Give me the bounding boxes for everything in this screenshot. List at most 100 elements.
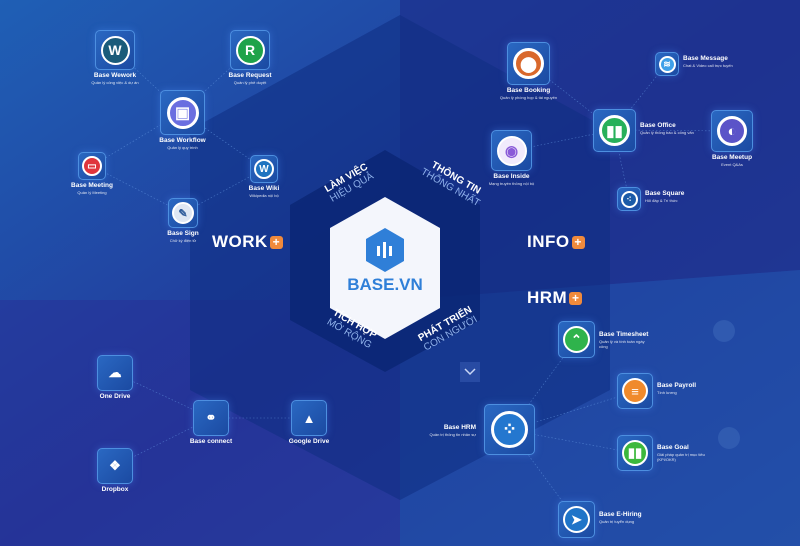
meeting-icon: ▭ [82, 156, 102, 176]
scroll-down-button [460, 362, 480, 382]
workflow-icon: ▣ [166, 96, 199, 129]
group-hrm: HRM+ [527, 288, 583, 308]
group-hrm-label: HRM [527, 288, 568, 307]
app-description: Quản lý phê duyệt [233, 80, 267, 86]
app-description: Mạng truyền thông nội bộ [488, 181, 535, 187]
app-description: Wikipedia nội bộ [249, 193, 279, 199]
app-tile-connect[interactable]: ⚭ [193, 400, 229, 436]
plus-icon: + [569, 291, 583, 305]
app-tile-request[interactable]: R [230, 30, 270, 70]
group-info: INFO+ [527, 232, 585, 252]
app-name: Base Sign [167, 230, 199, 237]
app-tile-wiki[interactable]: W [250, 155, 278, 183]
app-name: Base Goal [657, 444, 689, 451]
app-description: Quản lý quy trình [167, 145, 198, 151]
location-pin-icon: ⬤ [513, 48, 544, 79]
app-label-dropbox[interactable]: Dropbox [102, 486, 129, 494]
plus-icon: + [571, 235, 585, 249]
group-work-label: WORK [212, 232, 268, 251]
app-name: Base connect [189, 438, 233, 445]
group-work: WORK+ [212, 232, 283, 252]
app-label-onedrive[interactable]: One Drive [100, 393, 131, 401]
app-tile-sign[interactable]: ✎ [168, 198, 198, 228]
toggle-icon: ◐ [717, 116, 747, 146]
app-tile-payroll[interactable]: ≡ [617, 373, 653, 409]
app-tile-meetup[interactable]: ◐ [711, 110, 753, 152]
share-icon: ⚭ [205, 410, 217, 425]
app-description: Event Q&As [721, 162, 743, 168]
app-label-gdrive[interactable]: Google Drive [289, 438, 329, 446]
w-icon: W [100, 35, 130, 65]
app-label-connect[interactable]: Base connect [190, 438, 232, 446]
wiki-icon: W [254, 159, 274, 179]
app-description: Quản trị thông tin nhân sự [429, 431, 476, 437]
group-info-label: INFO [527, 232, 570, 251]
app-tile-gdrive[interactable]: ▲ [291, 400, 327, 436]
app-tile-square[interactable]: ⁖ [617, 187, 641, 211]
app-description: Quản lý công việc & dự án [91, 80, 139, 86]
office-icon: ▮▮ [599, 115, 630, 146]
app-description: Tính lương [657, 390, 677, 396]
app-tile-hrm[interactable]: ⁘ [484, 404, 535, 455]
message-icon: ≋ [658, 55, 676, 73]
app-name: Base Timesheet [599, 330, 649, 338]
app-tile-message[interactable]: ≋ [655, 52, 679, 76]
navigation-icon: ➤ [563, 506, 590, 533]
dropbox-icon: ❖ [109, 458, 121, 473]
payroll-icon: ≡ [622, 378, 648, 404]
app-tile-meeting[interactable]: ▭ [78, 152, 106, 180]
app-tile-onedrive[interactable]: ☁ [97, 355, 133, 391]
app-name: Base HRM [443, 423, 476, 431]
app-name: Base Office [640, 121, 676, 129]
app-tile-booking[interactable]: ⬤ [507, 42, 550, 85]
app-description: Giải pháp quản trị mục tiêu (KPI/OKR) [657, 452, 705, 463]
app-name: Base Meeting [71, 182, 113, 189]
app-tile-inside[interactable]: ◉ [491, 130, 532, 171]
app-description: Quản lý và tính toán ngày công [599, 338, 645, 349]
app-description: Quản lý Meeting [77, 190, 107, 196]
square-icon: ⁖ [620, 190, 638, 208]
download-icon [718, 427, 740, 449]
app-tile-goal[interactable]: ▮▮ [617, 435, 653, 471]
app-description: Chữ ký điện tử [169, 238, 197, 244]
app-name: Base Workflow [159, 137, 206, 144]
app-description: Quản lý phòng họp & tài nguyên [499, 95, 558, 101]
app-name: Dropbox [101, 486, 129, 493]
hrm-icon: ⁘ [491, 411, 528, 448]
app-name: Google Drive [288, 438, 330, 445]
app-tile-office[interactable]: ▮▮ [593, 109, 636, 152]
app-name: Base Wiki [248, 185, 280, 192]
app-name: Base Square [645, 190, 685, 197]
app-name: One Drive [99, 393, 131, 400]
app-name: Base Payroll [657, 382, 697, 389]
app-tile-ehiring[interactable]: ➤ [558, 501, 595, 538]
app-description: Hỏi đáp & Trí thức [645, 198, 678, 204]
app-name: Base Inside [493, 173, 530, 180]
brand-name: BASE.VN [347, 275, 423, 294]
app-tile-timesheet[interactable]: ⌃ [558, 321, 595, 358]
google-drive-icon: ▲ [302, 410, 316, 426]
app-tile-wework[interactable]: W [95, 30, 135, 70]
app-tile-workflow[interactable]: ▣ [160, 90, 205, 135]
app-description: Quản lý thông báo & công văn [640, 129, 694, 135]
app-tile-dropbox[interactable]: ❖ [97, 448, 133, 484]
app-name: Base Booking [506, 87, 551, 94]
app-description: Chat & Video call trực tuyến [683, 63, 733, 69]
